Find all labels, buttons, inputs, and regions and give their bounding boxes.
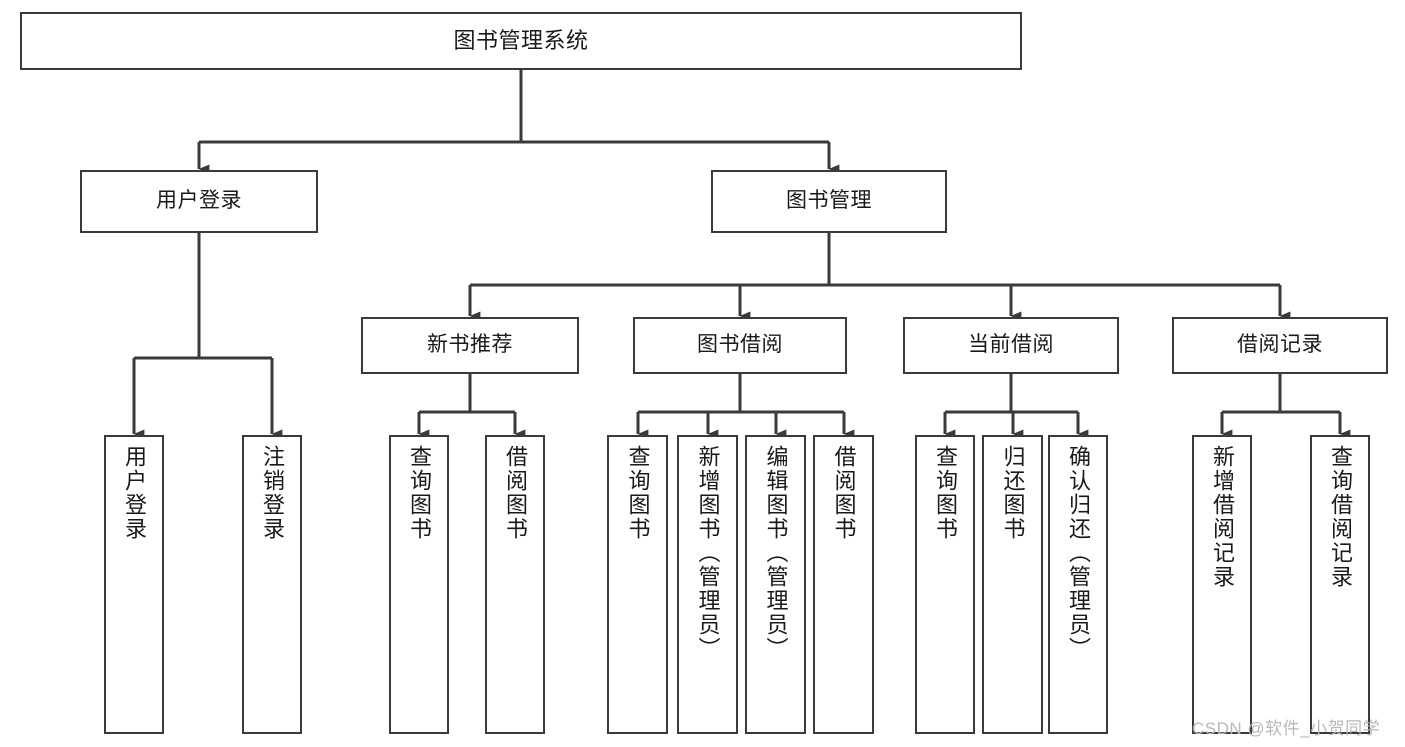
leaf-query-book-3[interactable]: 查询图书 — [915, 435, 975, 734]
node-user-login[interactable]: 用户登录 — [80, 170, 318, 233]
node-label: 归还图书 — [1000, 445, 1026, 541]
leaf-add-book[interactable]: 新增图书（管理员） — [677, 435, 738, 734]
node-label: 当前借阅 — [968, 333, 1054, 357]
node-label: 用户登录 — [122, 445, 147, 541]
node-new-book-recommend[interactable]: 新书推荐 — [361, 317, 579, 374]
node-label: 注销登录 — [260, 445, 285, 541]
node-current-borrow[interactable]: 当前借阅 — [903, 317, 1119, 374]
leaf-query-borrow-record[interactable]: 查询借阅记录 — [1310, 435, 1370, 734]
node-label: 查询借阅记录 — [1328, 445, 1353, 589]
node-label: 图书管理 — [786, 189, 872, 213]
node-label: 用户登录 — [156, 189, 242, 213]
node-label: 编辑图书（管理员） — [763, 445, 789, 661]
leaf-return-book[interactable]: 归还图书 — [982, 435, 1043, 734]
leaf-borrow-book-2[interactable]: 借阅图书 — [813, 435, 874, 734]
node-book-borrow[interactable]: 图书借阅 — [633, 317, 847, 374]
node-label: 查询图书 — [625, 445, 651, 541]
node-label: 图书管理系统 — [453, 28, 589, 54]
node-label: 借阅图书 — [503, 445, 528, 541]
leaf-edit-book[interactable]: 编辑图书（管理员） — [745, 435, 806, 734]
node-book-manage[interactable]: 图书管理 — [711, 170, 947, 233]
leaf-query-book-2[interactable]: 查询图书 — [607, 435, 668, 734]
node-root-system[interactable]: 图书管理系统 — [20, 12, 1022, 70]
leaf-confirm-return[interactable]: 确认归还（管理员） — [1048, 435, 1108, 734]
node-label: 新增图书（管理员） — [695, 445, 721, 661]
node-label: 查询图书 — [407, 445, 432, 541]
leaf-query-book-1[interactable]: 查询图书 — [389, 435, 449, 734]
node-borrow-record[interactable]: 借阅记录 — [1172, 317, 1388, 374]
leaf-logout-login[interactable]: 注销登录 — [242, 435, 302, 734]
leaf-borrow-book-1[interactable]: 借阅图书 — [485, 435, 545, 734]
node-label: 借阅记录 — [1237, 333, 1323, 357]
node-label: 图书借阅 — [697, 333, 783, 357]
node-label: 新增借阅记录 — [1210, 445, 1235, 589]
node-label: 新书推荐 — [427, 333, 513, 357]
node-label: 确认归还（管理员） — [1066, 445, 1091, 661]
leaf-user-login[interactable]: 用户登录 — [104, 435, 164, 734]
node-label: 借阅图书 — [831, 445, 857, 541]
node-label: 查询图书 — [933, 445, 958, 541]
leaf-add-borrow-record[interactable]: 新增借阅记录 — [1192, 435, 1252, 734]
